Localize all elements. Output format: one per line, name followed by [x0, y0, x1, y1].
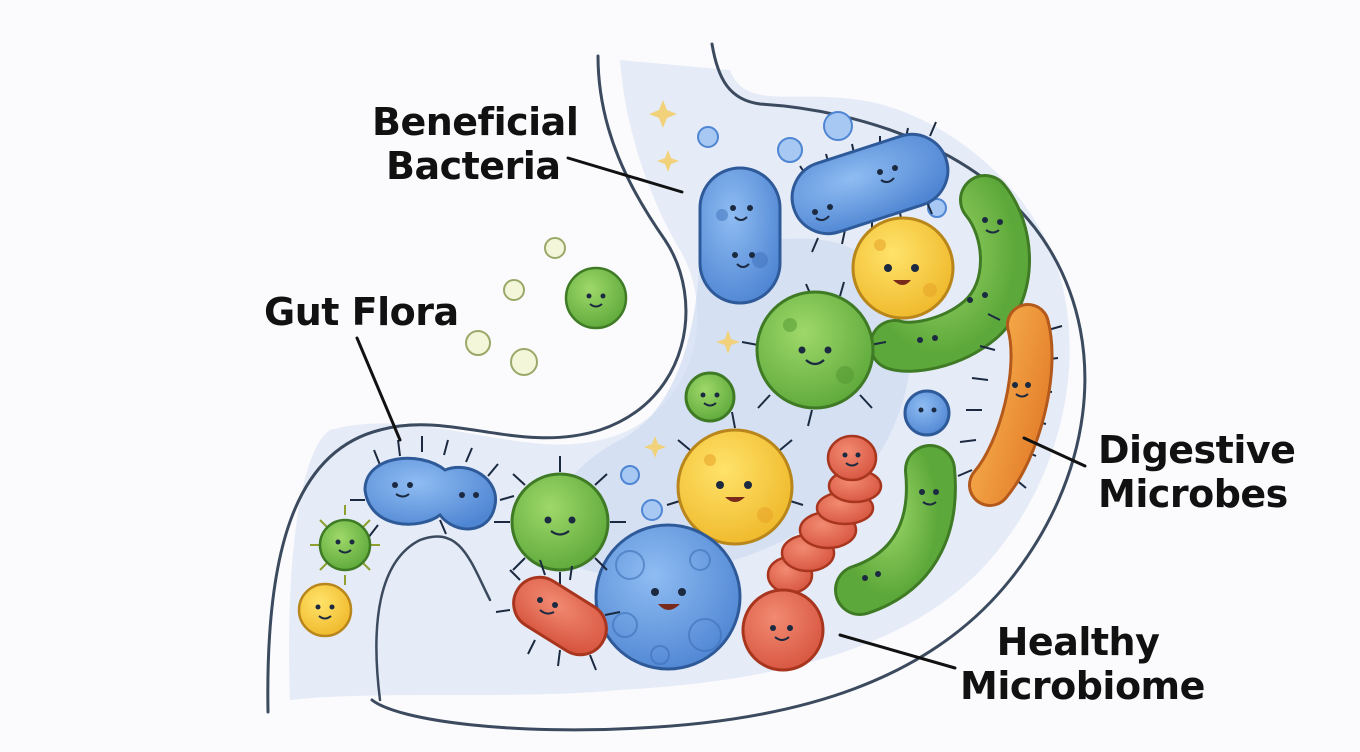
label-gut-flora: Gut Flora [264, 290, 459, 334]
leader-gut-flora [355, 336, 402, 442]
leader-digestive-microbes [1022, 436, 1087, 468]
leader-lines [355, 156, 1087, 670]
label-healthy-line1: Healthy [996, 620, 1160, 664]
green-curved-bacterium-right [869, 174, 1031, 373]
green-spiky-coccus [494, 456, 626, 588]
green-spiky-coccus-small [310, 505, 380, 585]
label-healthy-microbiome: Healthy Microbiome [960, 620, 1205, 708]
floating-bubbles [465, 237, 566, 376]
leader-healthy-microbiome [838, 633, 957, 670]
red-spiky-rod-bacterium [495, 559, 621, 671]
stomach-inner-wall [266, 54, 688, 714]
label-gut-flora-text: Gut Flora [264, 290, 459, 334]
red-segmented-bacterium [766, 434, 883, 595]
sparkles [644, 100, 740, 458]
blue-rod-bacterium-tall [698, 166, 782, 305]
label-beneficial-bacteria: Beneficial Bacteria [372, 100, 579, 188]
label-healthy-line2: Microbiome [960, 664, 1205, 708]
label-digestive-microbes: Digestive Microbes [1098, 428, 1296, 516]
leader-beneficial-bacteria [566, 156, 684, 194]
green-coccus-large [741, 281, 887, 427]
yellow-coccus-top [851, 216, 955, 320]
green-coccus-small [684, 371, 736, 423]
yellow-coccus-middle [666, 411, 804, 546]
red-coccus-bottom [741, 588, 825, 672]
blue-coccus-large [594, 523, 742, 671]
label-beneficial-line2: Bacteria [386, 144, 561, 188]
label-digestive-line1: Digestive [1098, 428, 1296, 472]
orange-spiky-bacterium [957, 303, 1063, 507]
stomach-outer-wall [370, 42, 1087, 732]
green-curved-bacterium-lower [834, 444, 957, 616]
blue-cilia-bacterium-left [350, 436, 515, 539]
inner-bubbles [620, 111, 947, 521]
green-coccus-outside [564, 266, 628, 330]
label-digestive-line2: Microbes [1098, 472, 1288, 516]
yellow-coccus-small [297, 582, 353, 638]
stomach-lower-wall [375, 535, 492, 702]
label-beneficial-line1: Beneficial [372, 100, 579, 144]
blue-coccus-small [903, 389, 951, 437]
